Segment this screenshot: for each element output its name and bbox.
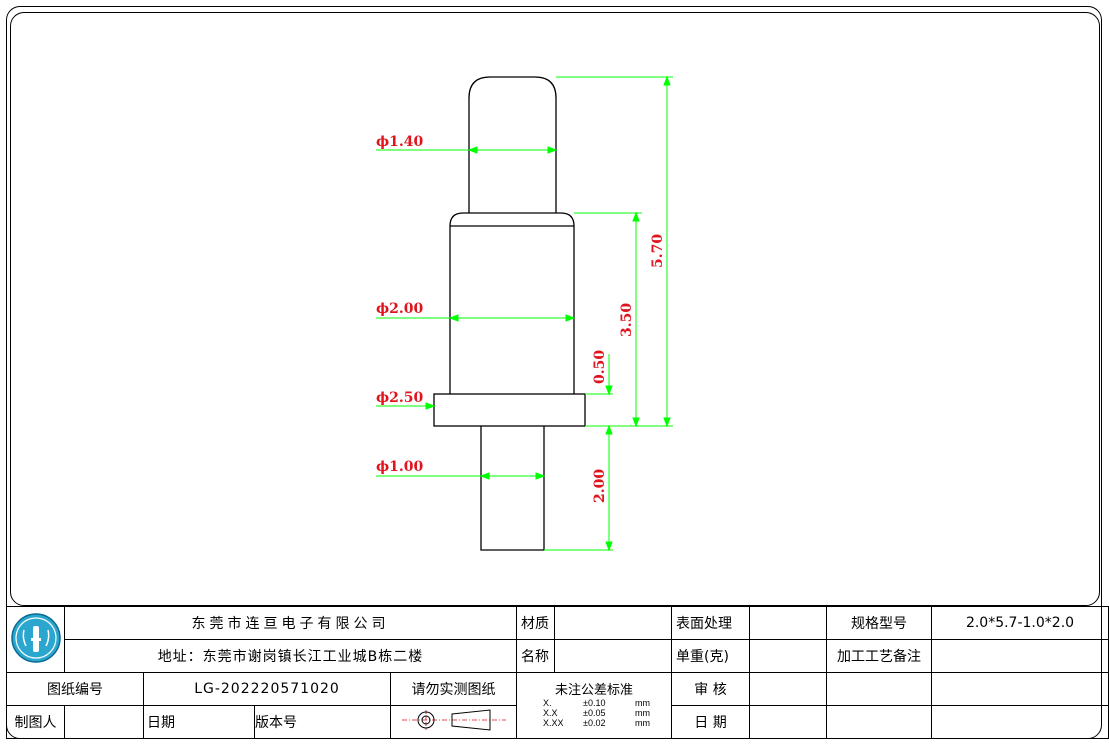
tolerance-block: 未注公差标准 X. ±0.10 mm X.X ±0.05 mm X.XX ±0.…: [516, 672, 672, 739]
process-note-label: 加工工艺备注: [826, 639, 932, 673]
review-value: [749, 672, 827, 706]
spec-label: 规格型号: [826, 606, 932, 640]
projection-symbol-icon: [401, 709, 506, 731]
dim-text-tail-diameter: ϕ1.00: [376, 459, 424, 475]
surface-treatment-label: 表面处理: [671, 606, 750, 640]
material-label: 材质: [516, 606, 555, 640]
drawing-number-value: LG-202220571020: [143, 672, 391, 706]
projection-symbol-cell: [390, 705, 517, 739]
tol-unit: mm: [635, 718, 650, 728]
tol-format: X.X: [543, 708, 558, 718]
date-field: 日期: [143, 705, 255, 739]
tol-format: X.: [543, 698, 552, 708]
drafter-value: [64, 705, 144, 739]
tol-value: ±0.05: [583, 708, 606, 718]
date-label-right: 日 期: [671, 705, 750, 739]
name-label: 名称: [516, 639, 555, 673]
blank-cell: [826, 705, 932, 739]
tol-value: ±0.10: [583, 698, 606, 708]
dim-text-total-length: 5.70: [650, 234, 666, 268]
unit-weight-label: 单重(克): [671, 639, 750, 673]
part-drawing: ϕ1.40 ϕ2.00 ϕ2.50 ϕ1.00 5.70 3.50 0.50 2…: [376, 75, 673, 552]
plunger-outline: [468, 76, 557, 213]
version-label: 版本号: [255, 715, 298, 731]
unit-weight-value: [749, 639, 827, 673]
dim-text-collar-diameter: ϕ2.50: [376, 390, 424, 406]
company-name: 东莞市连亘电子有限公司: [64, 606, 517, 640]
tol-unit: mm: [635, 708, 650, 718]
dim-text-barrel-length: 3.50: [619, 303, 635, 337]
tol-format: X.XX: [543, 718, 564, 728]
title-block: 东莞市连亘电子有限公司 材质 表面处理 规格型号 2.0*5.7-1.0*2.0…: [6, 606, 1109, 739]
collar-outline: [433, 393, 586, 427]
blank-cell: [931, 705, 1109, 739]
dim-text-plunger-diameter: ϕ1.40: [376, 134, 424, 150]
version-field: 版本号: [254, 705, 391, 739]
drawing-sheet-frame: [6, 6, 1102, 739]
spec-value: 2.0*5.7-1.0*2.0: [931, 606, 1109, 640]
company-address: 地址：东莞市谢岗镇长江工业城B栋二楼: [64, 639, 517, 673]
no-scale-note: 请勿实测图纸: [390, 672, 517, 706]
logo-cell: [6, 606, 65, 673]
barrel-outline: [449, 212, 575, 394]
blank-cell: [826, 672, 932, 706]
process-note-value: [931, 639, 1109, 673]
tail-outline: [480, 426, 545, 551]
blank-cell: [931, 672, 1109, 706]
dim-text-tail-length: 2.00: [592, 469, 608, 503]
tolerance-table: X. ±0.10 mm X.X ±0.05 mm X.XX ±0.02 mm: [543, 698, 671, 728]
review-label: 审 核: [671, 672, 750, 706]
material-value: [554, 606, 672, 640]
drawing-area: [10, 12, 1100, 606]
tolerance-title: 未注公差标准: [554, 683, 633, 698]
dim-text-barrel-diameter: ϕ2.00: [376, 301, 424, 317]
date-value-right: [749, 705, 827, 739]
surface-treatment-value: [749, 606, 827, 640]
drafter-label: 制图人: [6, 705, 65, 739]
company-logo-icon: [10, 612, 61, 663]
tol-value: ±0.02: [583, 718, 606, 728]
date-label: 日期: [147, 715, 175, 731]
drawing-number-label: 图纸编号: [6, 672, 144, 706]
dim-text-collar-thickness: 0.50: [592, 350, 608, 384]
tol-unit: mm: [635, 698, 650, 708]
name-value: [554, 639, 672, 673]
